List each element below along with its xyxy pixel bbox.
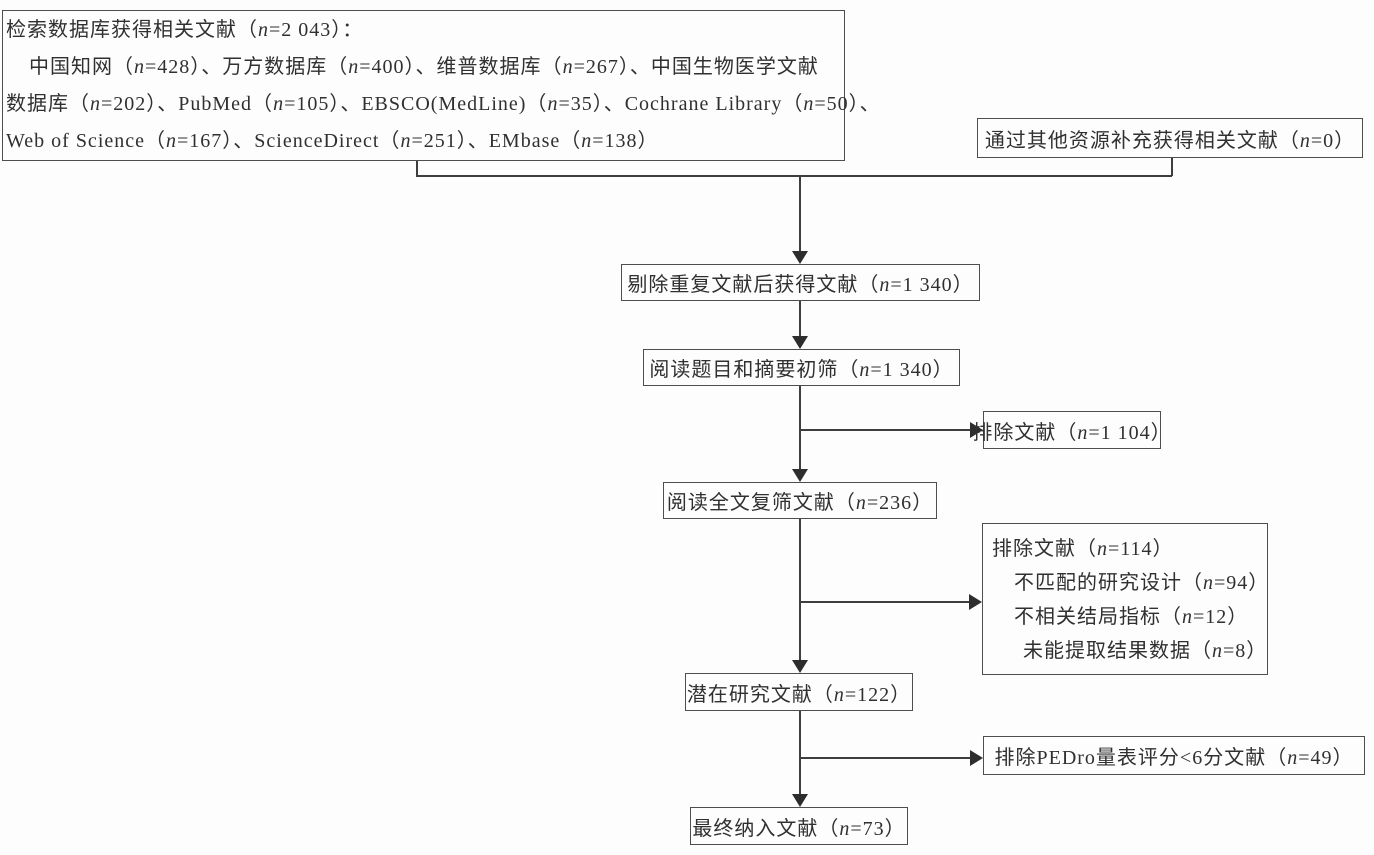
box-final-included: 最终纳入文献（n=73） — [690, 807, 908, 845]
database-search-line: 中国知网（n=428）、万方数据库（n=400）、维普数据库（n=267）、中国… — [29, 56, 819, 78]
arrowhead-right-excluded-initial — [970, 422, 983, 438]
excluded-full-text-reason: 不相关结局指标（n=12） — [1014, 606, 1249, 628]
line-branch-excluded-initial — [800, 429, 970, 431]
box-excluded-pedro: 排除PEDro量表评分<6分文献（n=49） — [983, 736, 1365, 775]
deduplicated-label: 剔除重复文献后获得文献（n=1 340） — [627, 274, 974, 296]
other-sources-label: 通过其他资源补充获得相关文献（n=0） — [984, 129, 1356, 152]
excluded-initial-label: 排除文献（n=1 104） — [972, 421, 1172, 444]
line-fulltext-to-potential — [799, 519, 801, 661]
potential-studies-label: 潜在研究文献（n=122） — [686, 683, 912, 706]
box-other-sources: 通过其他资源补充获得相关文献（n=0） — [977, 118, 1363, 158]
box-full-text-review: 阅读全文复筛文献（n=236） — [663, 482, 937, 519]
arrowhead-down-screen — [792, 336, 808, 349]
line-database-to-merge — [416, 161, 418, 176]
line-screen-to-fulltext — [799, 386, 801, 470]
line-other-to-merge — [1171, 158, 1173, 176]
database-search-line: Web of Science（n=167）、ScienceDirect（n=25… — [6, 130, 659, 152]
arrowhead-right-excluded-fulltext — [969, 594, 982, 610]
box-deduplicated: 剔除重复文献后获得文献（n=1 340） — [621, 264, 980, 301]
box-excluded-full-text: 排除文献（n=114） 不匹配的研究设计（n=94） 不相关结局指标（n=12）… — [982, 523, 1268, 675]
database-search-heading: 检索数据库获得相关文献（n=2 043）： — [6, 19, 364, 41]
arrowhead-down-potential — [792, 660, 808, 673]
arrowhead-down-dedup — [792, 251, 808, 264]
box-database-search: 检索数据库获得相关文献（n=2 043）： 中国知网（n=428）、万方数据库（… — [2, 10, 881, 161]
box-excluded-initial: 排除文献（n=1 104） — [972, 411, 1171, 449]
line-branch-excluded-fulltext — [800, 601, 969, 603]
line-merge-to-dedup — [799, 175, 801, 252]
arrowhead-right-excluded-pedro — [970, 750, 983, 766]
arrowhead-down-fulltext — [792, 469, 808, 482]
excluded-full-text-reason: 不匹配的研究设计（n=94） — [1014, 572, 1270, 594]
box-potential-studies: 潜在研究文献（n=122） — [685, 673, 913, 711]
line-branch-excluded-pedro — [800, 757, 970, 759]
line-merge-horizontal — [416, 175, 1172, 177]
line-potential-to-final — [799, 711, 801, 795]
line-dedup-to-screen — [799, 301, 801, 337]
excluded-pedro-label: 排除PEDro量表评分<6分文献（n=49） — [994, 747, 1354, 769]
excluded-full-text-heading: 排除文献（n=114） — [992, 538, 1174, 560]
box-title-abstract-screen: 阅读题目和摘要初筛（n=1 340） — [643, 349, 960, 386]
excluded-full-text-reason: 未能提取结果数据（n=8） — [1023, 640, 1268, 662]
final-included-label: 最终纳入文献（n=73） — [692, 817, 906, 840]
database-search-line: 数据库（n=202）、PubMed（n=105）、EBSCO(MedLine)（… — [6, 93, 881, 115]
title-abstract-screen-label: 阅读题目和摘要初筛（n=1 340） — [649, 359, 954, 381]
arrowhead-down-final — [792, 794, 808, 807]
full-text-review-label: 阅读全文复筛文献（n=236） — [666, 492, 934, 514]
